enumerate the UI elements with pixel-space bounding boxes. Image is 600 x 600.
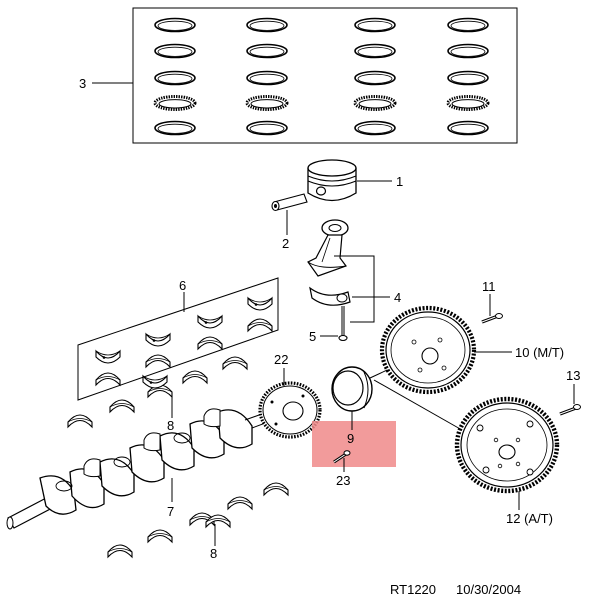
callout-22: 22 — [274, 352, 288, 367]
callout-3: 3 — [79, 76, 86, 91]
crankshaft[interactable] — [6, 408, 263, 530]
piston[interactable] — [307, 159, 357, 202]
flexplate-bolt[interactable] — [559, 404, 581, 416]
callout-4: 4 — [394, 290, 401, 305]
rod-bolt[interactable] — [338, 306, 348, 342]
callout-5: 5 — [309, 329, 316, 344]
piston-ring-set[interactable] — [132, 7, 518, 144]
callout-2: 2 — [282, 236, 289, 251]
ring-column-1 — [153, 17, 197, 136]
part-9-highlight — [312, 421, 396, 467]
callout-6: 6 — [179, 278, 186, 293]
callout-8-lower: 8 — [210, 546, 217, 561]
diagram-date: 10/30/2004 — [456, 582, 521, 597]
sprocket-bolt[interactable] — [333, 450, 351, 464]
diagram-reference: RT1220 — [390, 582, 436, 597]
leader-seal-flexplate — [373, 379, 463, 431]
callout-23: 23 — [336, 473, 350, 488]
leader-4-bracket — [334, 255, 375, 323]
callout-7: 7 — [167, 504, 174, 519]
flexplate-automatic[interactable] — [454, 396, 560, 494]
ring-column-3 — [353, 17, 397, 136]
rear-oil-seal[interactable] — [331, 366, 373, 412]
callout-11: 11 — [482, 279, 496, 294]
connecting-rod[interactable] — [307, 219, 351, 306]
callout-8-upper: 8 — [167, 418, 174, 433]
flywheel-manual[interactable] — [379, 305, 477, 395]
main-bearings-lower[interactable] — [107, 482, 289, 558]
piston-pin[interactable] — [271, 193, 308, 212]
connecting-rod-bearings[interactable] — [77, 277, 279, 401]
callout-10: 10 (M/T) — [515, 345, 564, 360]
ring-column-4 — [446, 17, 490, 136]
crankshaft-sprocket[interactable] — [258, 381, 322, 439]
callout-13: 13 — [566, 368, 580, 383]
callout-1: 1 — [396, 174, 403, 189]
ring-column-2 — [245, 17, 289, 136]
flywheel-bolt[interactable] — [481, 313, 503, 324]
callout-12: 12 (A/T) — [506, 511, 553, 526]
callout-9: 9 — [347, 431, 354, 446]
